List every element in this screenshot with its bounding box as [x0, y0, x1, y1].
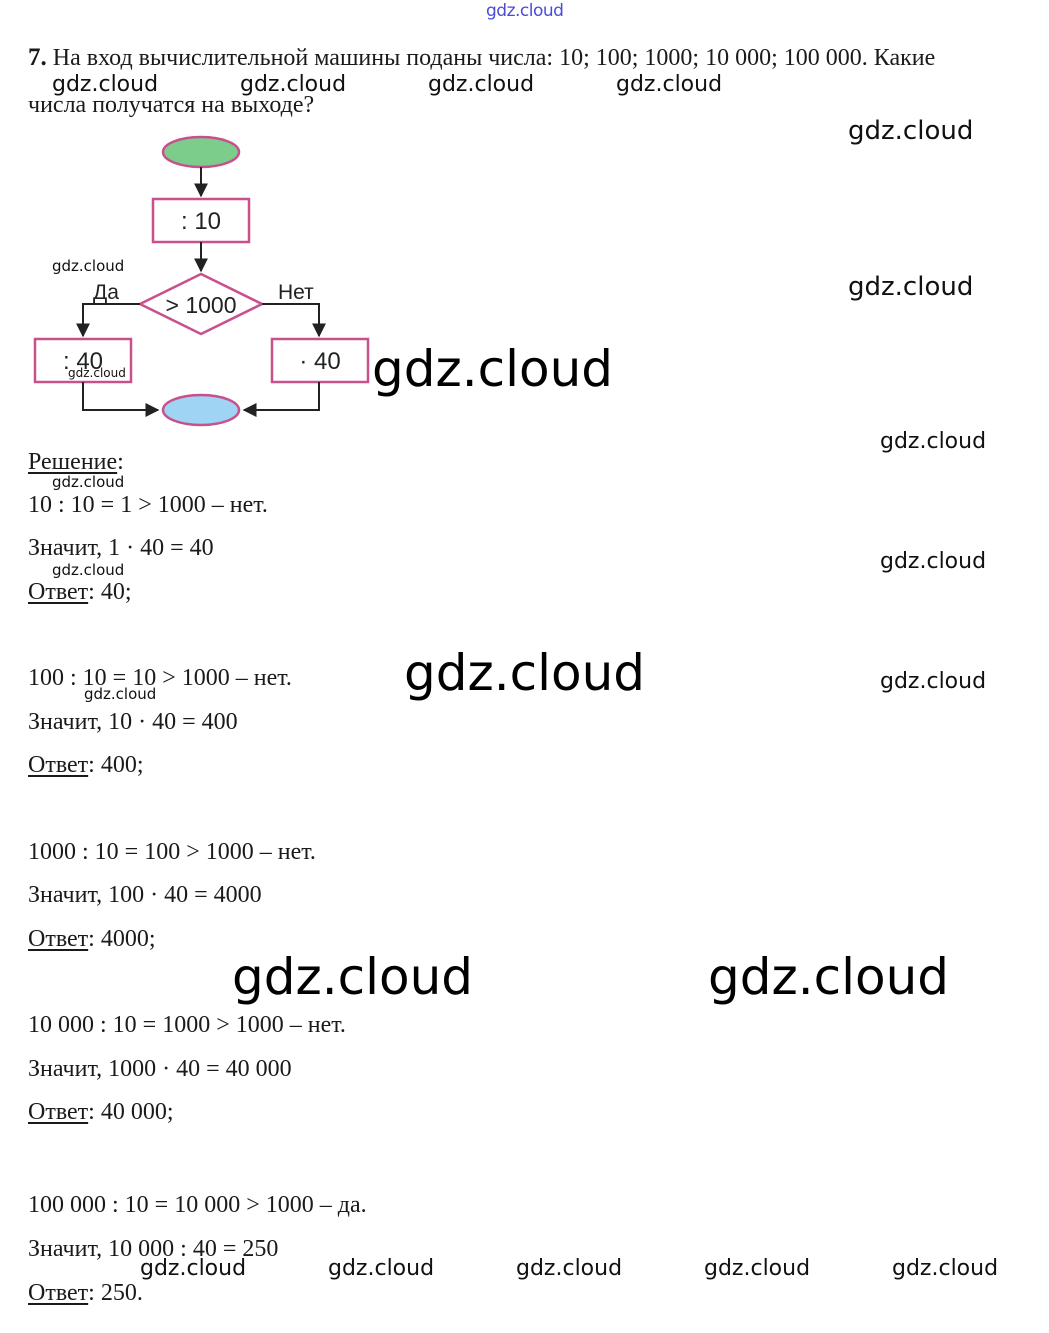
watermark: gdz.cloud [372, 340, 614, 398]
watermark: gdz.cloud [404, 644, 646, 702]
watermark: gdz.cloud [140, 1256, 247, 1281]
answer-label: Ответ [28, 1099, 89, 1125]
flowchart: : 10 > 1000 Да Нет : 40 · 40 [33, 135, 370, 427]
watermark: gdz.cloud [68, 366, 126, 380]
arrow-yes-branch [76, 303, 140, 338]
solution-heading-colon: : [117, 449, 124, 475]
header-watermark: gdz.cloud [486, 1, 564, 21]
watermark: gdz.cloud [892, 1256, 999, 1281]
watermark: gdz.cloud [616, 72, 723, 97]
watermark: gdz.cloud [84, 685, 157, 703]
watermark: gdz.cloud [52, 257, 125, 275]
watermark: gdz.cloud [880, 669, 987, 694]
case-2-then: Значит, 10 · 40 = 400 [28, 709, 238, 735]
task-question-line1: 7. На вход вычислительной машины поданы … [28, 44, 935, 72]
decision-label: > 1000 [166, 292, 237, 318]
arrow-no-branch [262, 303, 326, 338]
process-box-divide-40 [33, 337, 133, 384]
watermark: gdz.cloud [328, 1256, 435, 1281]
case-3-then: Значит, 100 · 40 = 4000 [28, 882, 262, 908]
case-4-then: Значит, 1000 · 40 = 40 000 [28, 1056, 292, 1082]
answer-label: Ответ [28, 579, 89, 605]
yes-label: Да [93, 281, 119, 304]
task-question-text: На вход вычислительной машины поданы чис… [52, 45, 936, 71]
watermark: gdz.cloud [848, 116, 974, 146]
task-number: 7. [28, 44, 47, 71]
process-box-divide-10 [151, 197, 251, 244]
no-label: Нет [278, 281, 314, 304]
case-3-answer: Ответ: 4000; [28, 926, 156, 953]
start-terminal [161, 135, 241, 169]
watermark: gdz.cloud [240, 72, 347, 97]
watermark: gdz.cloud [880, 429, 987, 454]
task-question-line2: числа получатся на выходе? [28, 92, 315, 118]
answer-value: : 400; [88, 752, 144, 778]
case-4-calc: 10 000 : 10 = 1000 > 1000 – нет. [28, 1012, 346, 1038]
case-5-then: Значит, 10 000 : 40 = 250 [28, 1236, 279, 1262]
answer-value: : 40 000; [88, 1099, 174, 1125]
arrow-no-to-end [242, 382, 320, 417]
answer-value: : 4000; [88, 926, 156, 952]
answer-value: : 250. [88, 1280, 143, 1306]
case-2-answer: Ответ: 400; [28, 752, 144, 779]
case-4-answer: Ответ: 40 000; [28, 1099, 174, 1126]
decision-diamond [137, 272, 265, 336]
watermark: gdz.cloud [880, 549, 987, 574]
process-label-divide-40: : 40 [63, 348, 103, 375]
watermark: gdz.cloud [428, 72, 535, 97]
process-label-multiply-40: · 40 [299, 348, 340, 375]
watermark: gdz.cloud [704, 1256, 811, 1281]
case-5-answer: Ответ: 250. [28, 1280, 143, 1307]
watermark: gdz.cloud [708, 948, 950, 1006]
watermark: gdz.cloud [52, 561, 125, 579]
process-label-divide-10: : 10 [181, 208, 221, 235]
process-box-multiply-40 [270, 337, 370, 384]
answer-label: Ответ [28, 1280, 89, 1306]
answer-label: Ответ [28, 926, 89, 952]
watermark: gdz.cloud [52, 72, 159, 97]
arrow-yes-to-end [82, 382, 160, 417]
case-1-calc: 10 : 10 = 1 > 1000 – нет. [28, 492, 268, 518]
watermark: gdz.cloud [516, 1256, 623, 1281]
case-5-calc: 100 000 : 10 = 10 000 > 1000 – да. [28, 1192, 367, 1218]
answer-value: : 40; [88, 579, 132, 605]
case-1-then: Значит, 1 · 40 = 40 [28, 535, 214, 561]
watermark: gdz.cloud [848, 272, 974, 302]
solution-heading-text: Решение [28, 449, 118, 475]
case-2-calc: 100 : 10 = 10 > 1000 – нет. [28, 665, 292, 691]
answer-label: Ответ [28, 752, 89, 778]
watermark: gdz.cloud [232, 948, 474, 1006]
end-terminal [161, 393, 241, 427]
solution-heading: Решение: [28, 449, 124, 476]
case-3-calc: 1000 : 10 = 100 > 1000 – нет. [28, 839, 316, 865]
watermark: gdz.cloud [52, 473, 125, 491]
case-1-answer: Ответ: 40; [28, 579, 132, 606]
